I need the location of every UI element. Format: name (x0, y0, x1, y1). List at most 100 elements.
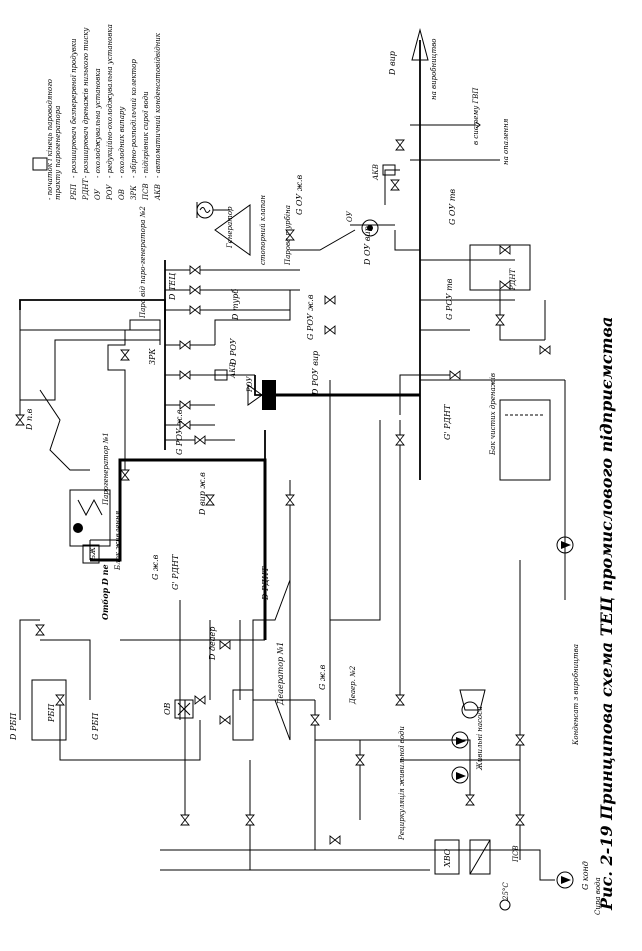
rbp-label: РБП (47, 703, 56, 723)
valve-icon (179, 370, 191, 380)
valve-icon (495, 314, 505, 326)
valve-icon (179, 420, 191, 430)
valve-icon (465, 794, 475, 806)
g-zhv-label: G ж.в (151, 554, 160, 580)
to-production-label: на виробництво (430, 39, 438, 101)
akv2-box (382, 164, 396, 176)
valve-icon (324, 295, 336, 305)
generator-label: Генератор (226, 206, 234, 249)
valve-icon (395, 694, 405, 706)
bzh-full-label: Блок живлення (114, 510, 122, 571)
legend-text-1: тракту парогенератора (54, 106, 62, 200)
deaerator2-label: Деаер. №2 (349, 665, 357, 705)
condensate-label: Конденсат з виробництва (572, 644, 580, 746)
rdnt-label: РДНТ (509, 267, 517, 291)
valve-icon (310, 714, 320, 726)
g-rou-tb-label: G РОУ тв (445, 278, 454, 320)
d-rdnt-label: D РДНТ (261, 566, 270, 601)
d-pv-label: D п.в (25, 408, 34, 431)
d-rbp-label: D РБП (9, 712, 18, 741)
valve-icon (189, 265, 201, 275)
legend: - початок і кінець пароводяного тракту п… (32, 24, 162, 201)
legend-text-3: - розширювач дренажів низького тиску (82, 27, 90, 178)
tank-label: Бак чистих дренажів (489, 373, 497, 456)
bzh-label: БЖ (89, 546, 97, 561)
hvo-box (434, 839, 460, 875)
valve-icon (395, 139, 405, 151)
valve-icon (15, 414, 25, 426)
deaerator-label: Деаератор №1 (276, 642, 285, 706)
valve-icon (55, 694, 65, 706)
d-zhv-vpr-label: D вир ж.в (198, 472, 207, 516)
valve-icon (219, 640, 231, 650)
valve-icon (395, 434, 405, 446)
rou (247, 380, 276, 410)
d-ou-vyr-label: D ОУ вир (363, 226, 372, 266)
psv-label: ПСВ (512, 845, 520, 863)
legend-text-9: - автоматичний конденсатовідвідник (154, 32, 162, 178)
valve-icon (390, 179, 400, 191)
recirc-label: Рециркуляція живильної води (398, 726, 406, 841)
valve-icon (324, 325, 336, 335)
legend-text-4: - охолоджувальна установка (94, 68, 102, 178)
valve-icon (219, 715, 231, 725)
feed-pumps (451, 689, 486, 784)
legend-abbr-7: ЗРК (130, 185, 138, 200)
ov-label: ОВ (163, 702, 172, 715)
d-vyr-label: D вир (388, 51, 397, 76)
g-kond-label: G конд (581, 861, 590, 890)
legend-abbr-5: РОУ (106, 184, 114, 201)
valve-icon (194, 435, 206, 445)
valve-icon (120, 469, 130, 481)
valve-icon (189, 285, 201, 295)
valve-icon (205, 494, 215, 506)
to-gvp-label: в систему ГВП (472, 87, 480, 145)
valve-icon (194, 695, 206, 705)
valve-icon (449, 370, 461, 380)
g-rdnt-label: G' РДНТ (171, 554, 180, 590)
psv-box (469, 839, 491, 875)
valve-icon (179, 340, 191, 350)
valve-icon (499, 280, 511, 290)
deaerator (232, 579, 291, 741)
legend-frame-icon (32, 157, 48, 171)
valve-icon (499, 245, 511, 255)
g-zhv2-label: G ж.в (318, 664, 327, 690)
legend-text-6: - охолодник випару (118, 106, 126, 178)
legend-text-8: - підігрівник сирої води (142, 91, 150, 178)
valve-icon (515, 814, 525, 826)
bzh-box (82, 544, 100, 564)
valve-icon (120, 349, 130, 361)
otbor-label: Отбор D пе (100, 564, 110, 620)
legend-text-0: - початок і кінець пароводяного (46, 79, 54, 200)
akv1-box (214, 369, 228, 381)
legend-abbr-8: ПСВ (142, 183, 150, 201)
legend-abbr-4: ОУ (94, 188, 102, 200)
legend-abbr-9: АКВ (154, 184, 162, 201)
valve-icon (189, 305, 201, 315)
turbine-label: Парова турбіна (284, 205, 292, 266)
g-zhv-rou2-label: G РОУ ж.в (306, 294, 315, 340)
to-heating-label: на опалення (502, 118, 510, 165)
valve-icon (285, 494, 295, 506)
legend-abbr-6: ОВ (118, 189, 126, 200)
production-arrow-icon (411, 28, 429, 61)
ou-icon (361, 219, 379, 237)
raw-water-pump-icon (556, 871, 574, 889)
valve-icon (285, 229, 295, 241)
d-deaer-label: D деаер (208, 627, 217, 661)
valves (15, 139, 551, 845)
valve-icon (245, 814, 255, 826)
steam-generator (39, 389, 111, 547)
steam-gen-label: Парогенератор №1 (102, 432, 110, 506)
legend-text-5: - редукційно-охолоджувальна установка (106, 24, 114, 178)
rbp-box (31, 679, 67, 741)
d-rou-label: D РОУ (229, 337, 238, 366)
g-zhv-ou-label: G ОУ ж.в (295, 175, 304, 215)
legend-text-2: - розширювач безперервної продувки (70, 38, 78, 178)
ov-box (174, 699, 194, 719)
thermometer-icon (499, 899, 511, 911)
hvo-label: ХВО (443, 848, 452, 868)
zrk-label: ЗРК (148, 348, 157, 365)
